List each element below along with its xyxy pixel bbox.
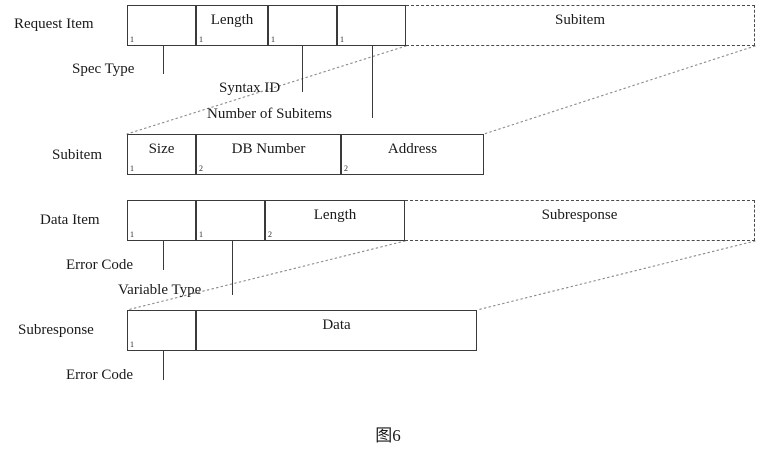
field-size-spec-type: 1 [130, 35, 134, 45]
field-size-size: 1 [130, 164, 134, 174]
field-label-length: Length [210, 12, 254, 28]
callout-label-error-code-subresp: Error Code [66, 367, 134, 383]
field-size-db-number: 2 [199, 164, 203, 174]
field-size-error-code: 1 [130, 340, 134, 350]
field-label-subitem-placeholder: Subitem [554, 12, 605, 28]
figure-caption: 图6 [375, 426, 401, 445]
field-subresponse-data: Data [196, 310, 477, 351]
field-label-subresponse-placeholder: Subresponse [541, 207, 618, 223]
field-label-db-number: DB Number [231, 141, 306, 157]
field-request-item-spec-type: 1 [127, 5, 196, 46]
leader-line-syntax-id [302, 46, 303, 92]
field-size-length: 2 [268, 230, 272, 240]
row-label-data-item: Data Item [40, 212, 100, 228]
callout-label-error-code-data-item: Error Code [66, 257, 134, 273]
callout-label-variable-type: Variable Type [118, 282, 202, 298]
field-subresponse-error-code: 1 [127, 310, 196, 351]
field-request-item-number-of-subitems: 1 [337, 5, 406, 46]
field-label-address: Address [387, 141, 438, 157]
field-size-length: 1 [199, 35, 203, 45]
subitem-right-connector [483, 45, 756, 135]
field-size-syntax-id: 1 [271, 35, 275, 45]
field-data-item-variable-type: 1 [196, 200, 265, 241]
field-request-item-length: Length 1 [196, 5, 268, 46]
leader-line-number-of-subitems [372, 46, 373, 118]
field-subitem-db-number: DB Number 2 [196, 134, 341, 175]
subresponse-left-connector [126, 240, 406, 311]
callout-label-spec-type: Spec Type [72, 61, 135, 77]
field-size-error-code: 1 [130, 230, 134, 240]
field-size-variable-type: 1 [199, 230, 203, 240]
row-label-request-item: Request Item [14, 16, 94, 32]
field-data-item-length: Length 2 [265, 200, 405, 241]
field-label-size: Size [148, 141, 175, 157]
field-subitem-size: Size 1 [127, 134, 196, 175]
field-data-item-subresponse-placeholder: Subresponse [405, 200, 755, 241]
row-label-subresponse: Subresponse [18, 322, 94, 338]
callout-label-syntax-id: Syntax ID [219, 80, 281, 96]
field-request-item-subitem-placeholder: Subitem [406, 5, 755, 46]
field-data-item-error-code: 1 [127, 200, 196, 241]
field-label-length: Length [313, 207, 357, 223]
field-request-item-syntax-id: 1 [268, 5, 337, 46]
leader-line-error-code-data-item [163, 241, 164, 270]
leader-line-variable-type [232, 241, 233, 295]
field-subitem-address: Address 2 [341, 134, 484, 175]
field-label-data: Data [322, 317, 351, 333]
subresponse-right-connector [476, 240, 756, 311]
field-size-address: 2 [344, 164, 348, 174]
row-label-subitem: Subitem [52, 147, 103, 163]
leader-line-spec-type [163, 46, 164, 74]
leader-line-error-code-subresp [163, 351, 164, 380]
field-size-number-of-subitems: 1 [340, 35, 344, 45]
callout-label-number-of-subitems: Number of Subitems [207, 106, 332, 122]
